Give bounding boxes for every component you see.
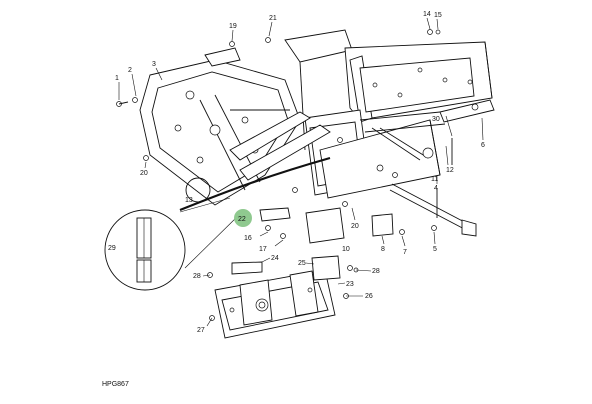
connecting-rod [389, 183, 477, 237]
fasteners [116, 29, 479, 321]
leader-lines [118, 17, 484, 327]
callout-label: 14 [423, 11, 431, 18]
callout-label: 28 [193, 273, 201, 280]
callout-label: 11 [431, 176, 438, 183]
callout-label: 26 [365, 293, 373, 300]
callout-label: 5 [433, 246, 437, 253]
lower-bracket-assembly [214, 269, 336, 339]
detail-inset [104, 197, 241, 291]
callout-label: 30 [432, 116, 440, 123]
callout-label: 19 [229, 23, 237, 30]
callout-label: 2 [128, 67, 132, 74]
callout-label: 12 [446, 167, 454, 174]
callout-label: 17 [259, 246, 267, 253]
callout-label: 13 [185, 197, 193, 204]
figure-reference: HPG867 [102, 381, 129, 388]
callout-label: 22 [238, 216, 246, 223]
callout-label: 28 [372, 268, 380, 275]
callout-label: 8 [381, 246, 385, 253]
loose-parts [231, 147, 434, 281]
callout-label: 27 [197, 327, 205, 334]
callout-label: 20 [140, 170, 148, 177]
main-frame [284, 29, 495, 199]
callout-label: 10 [342, 246, 350, 253]
callout-label: 7 [403, 249, 407, 256]
callout-label: 6 [481, 142, 485, 149]
callout-label: 4 [434, 185, 438, 192]
callout-label: 16 [244, 235, 252, 242]
callout-label: 21 [269, 15, 277, 22]
callout-label: 29 [108, 245, 116, 252]
callout-label: 25 [298, 260, 306, 267]
left-side-panel [139, 47, 331, 206]
highlighted-part-marker [234, 209, 252, 227]
callout-label: 1 [115, 75, 119, 82]
callout-labels: 1 2 3 4 5 6 7 8 10 11 12 13 14 15 16 17 … [108, 11, 485, 334]
callout-label: 24 [271, 255, 279, 262]
cable [179, 156, 331, 212]
callout-label: 15 [434, 12, 442, 19]
callout-label: 23 [346, 281, 354, 288]
callout-label: 3 [152, 61, 156, 68]
detail-circle [185, 177, 211, 203]
callout-label: 20 [351, 223, 359, 230]
